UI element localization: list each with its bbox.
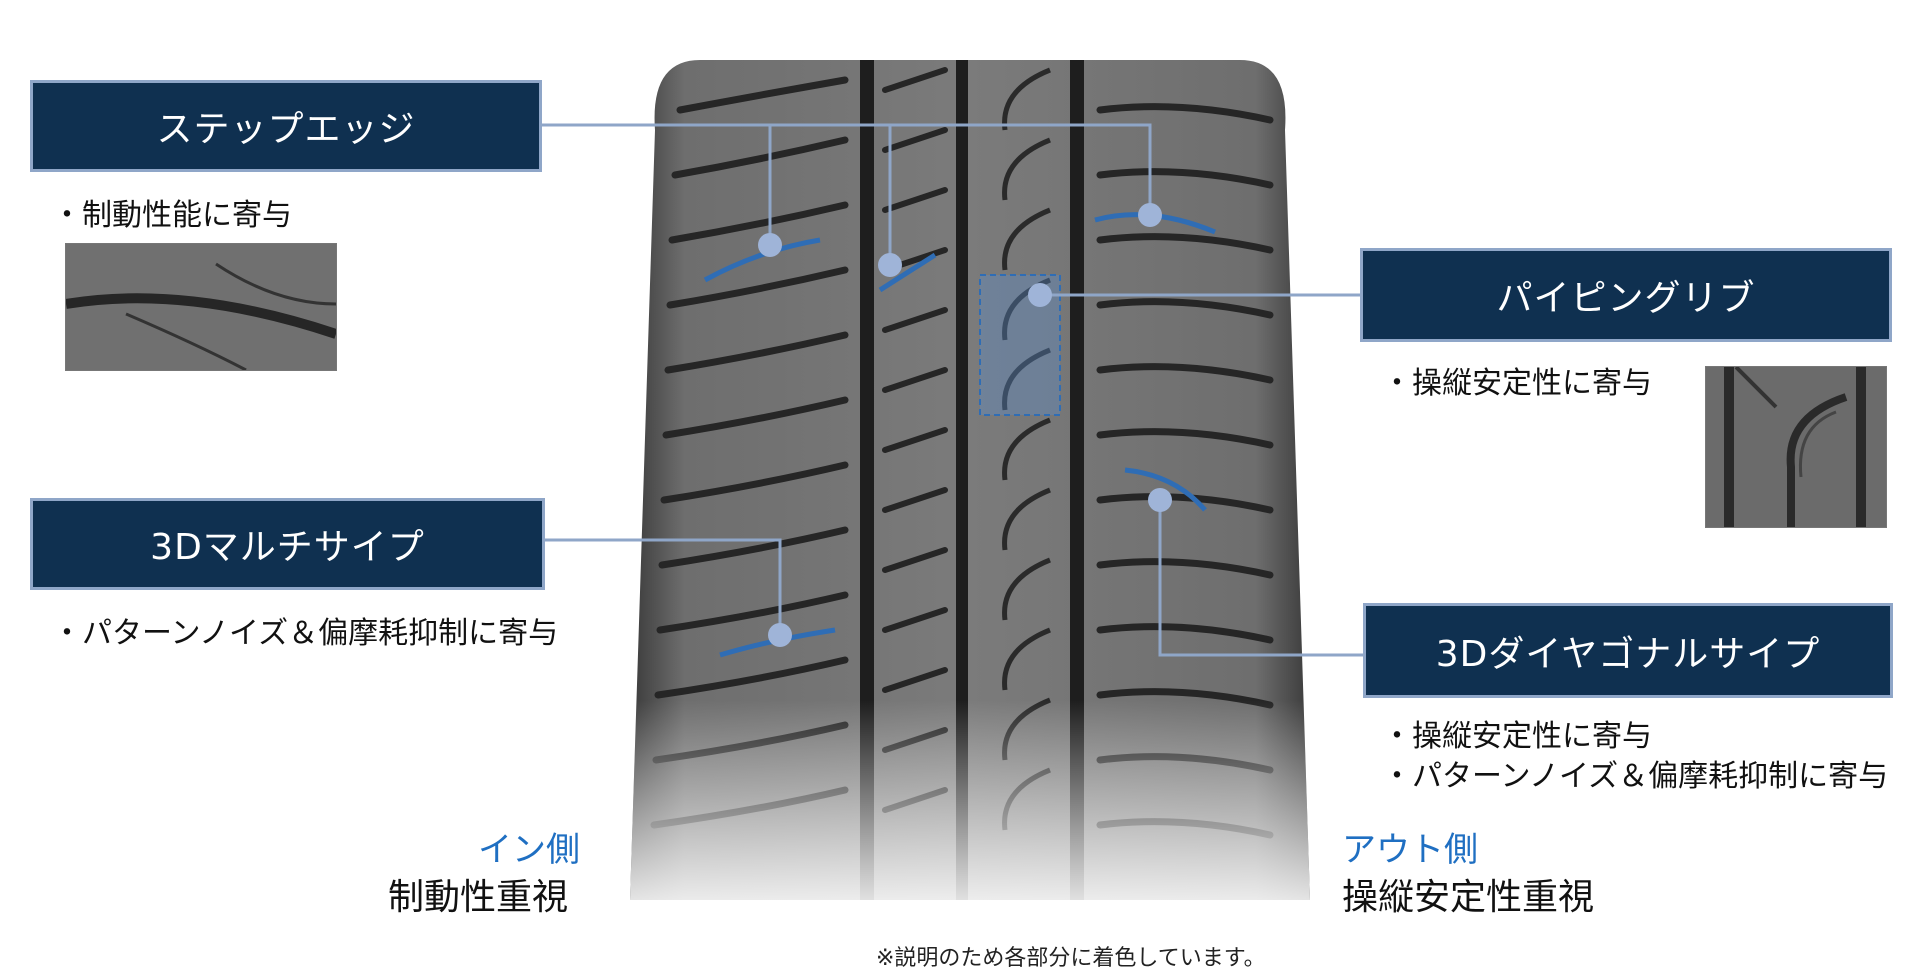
in-side-label: イン側 (478, 830, 580, 870)
3d-diagonal-sipe-bullet-2: ・パターンノイズ＆偏摩耗抑制に寄与 (1382, 759, 1889, 794)
piping-rib-thumbnail (1705, 366, 1887, 528)
3d-multi-sipe-bullet: ・パターンノイズ＆偏摩耗抑制に寄与 (52, 616, 559, 651)
3d-diagonal-sipe-bullet-1: ・操縦安定性に寄与 (1382, 719, 1652, 754)
tire-tread (630, 60, 1310, 900)
leader-dots (758, 203, 1172, 647)
step-edge-label: ステップエッジ (30, 80, 542, 172)
piping-rib-label: パイピングリブ (1360, 248, 1892, 342)
leader-lines (540, 123, 1370, 657)
coloring-note: ※説明のため各部分に着色しています。 (876, 946, 1266, 971)
out-side-label: アウト側 (1342, 830, 1478, 870)
step-edge-bullet: ・制動性能に寄与 (52, 198, 292, 233)
3d-diagonal-sipe-label: 3Dダイヤゴナルサイプ (1363, 603, 1893, 698)
in-side-emphasis: 制動性重視 (388, 877, 569, 918)
out-side-emphasis: 操縦安定性重視 (1342, 877, 1595, 918)
3d-multi-sipe-label: 3Dマルチサイプ (30, 498, 545, 590)
step-edge-thumbnail (65, 243, 337, 371)
piping-rib-bullet: ・操縦安定性に寄与 (1382, 366, 1652, 401)
